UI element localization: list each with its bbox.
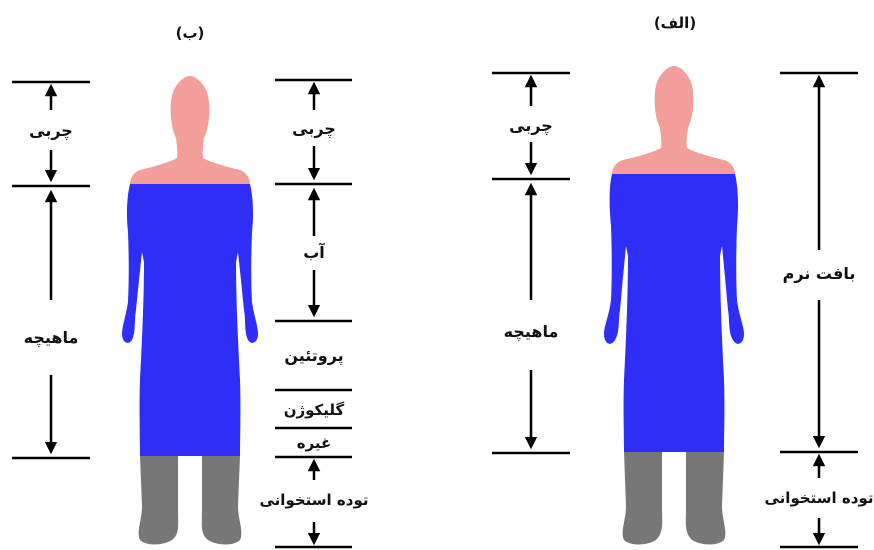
panel-b-left-muscle-label: ماهیچه — [24, 328, 79, 348]
figure-a-legs-right — [686, 452, 726, 545]
panel-a-left-fat-label: چربی — [509, 116, 553, 136]
figure-b-legs-right — [202, 456, 242, 545]
figure-b — [122, 76, 258, 545]
panel-b-right-fat-label: چربی — [292, 119, 336, 139]
panel-a-bone-label: توده استخوانی — [765, 489, 874, 507]
figure-a — [604, 66, 744, 545]
figure-a-legs — [623, 452, 663, 545]
panel-a-title: (الف) — [654, 14, 696, 32]
panel-b-etc-label: غیره — [297, 434, 332, 452]
figure-b-legs — [139, 456, 179, 545]
figure-b-torso — [122, 184, 258, 456]
figure-a-torso — [604, 174, 744, 452]
figure-a-head-shoulders — [612, 66, 735, 174]
panel-b: (ب) چربی ماهیچه — [12, 24, 369, 547]
panel-a-left-muscle-label: ماهیچه — [504, 322, 559, 342]
panel-a: (الف) چربی ماهیچه — [492, 14, 874, 547]
panel-b-protein-label: پروتئین — [284, 346, 343, 366]
panel-b-bone-label: توده استخوانی — [260, 491, 369, 509]
panel-b-title: (ب) — [176, 24, 205, 42]
panel-a-right-scale — [780, 73, 858, 547]
panel-b-left-fat-label: چربی — [29, 121, 73, 141]
panel-b-water-label: آب — [303, 242, 325, 262]
panel-a-soft-tissue-label: بافت نرم — [783, 264, 856, 283]
figure-b-head-shoulders — [130, 76, 250, 184]
panel-b-right-scale — [275, 80, 352, 547]
panel-b-glycogen-label: گلیکوژن — [284, 401, 345, 419]
